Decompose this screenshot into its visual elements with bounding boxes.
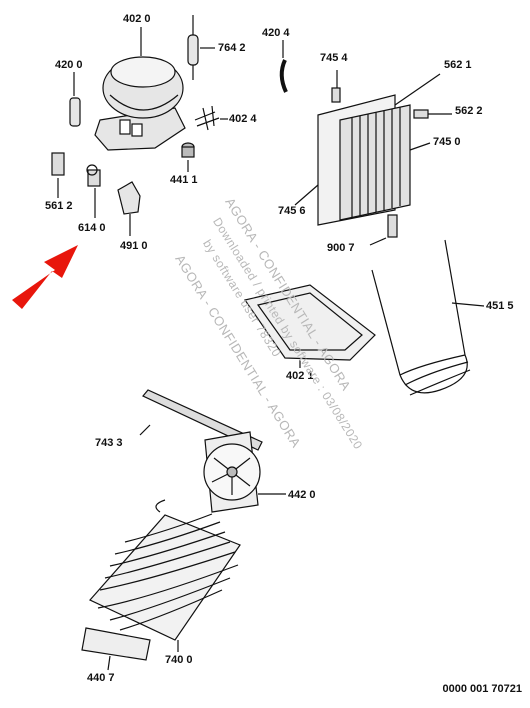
part-label-7400: 740 0: [165, 654, 193, 666]
part-label-4910: 491 0: [120, 240, 148, 252]
part-label-7642: 764 2: [218, 42, 246, 54]
defrost-heater-part: [371, 239, 485, 396]
clip-part: [194, 105, 228, 131]
grommet-part: [181, 142, 195, 172]
compressor-part: [94, 27, 186, 151]
part-label-4204: 420 4: [262, 27, 290, 39]
part-label-4515: 451 5: [486, 300, 514, 312]
document-number: 0000 001 70721: [442, 683, 522, 695]
part-label-7454: 745 4: [320, 52, 348, 64]
thermostat-part: [51, 152, 141, 236]
part-label-7450: 745 0: [433, 136, 461, 148]
part-label-4024: 402 4: [229, 113, 257, 125]
part-label-5621: 562 1: [444, 59, 472, 71]
part-label-4411: 441 1: [170, 174, 198, 186]
part-label-4021: 402 1: [286, 370, 314, 382]
relay-part: [69, 72, 81, 127]
part-label-6140: 614 0: [78, 222, 106, 234]
label-plate-part: [81, 627, 151, 671]
part-label-7433: 743 3: [95, 437, 123, 449]
part-label-7456: 745 6: [278, 205, 306, 217]
part-label-9007: 900 7: [327, 242, 355, 254]
part-label-4200: 420 0: [55, 59, 83, 71]
part-label-4407: 440 7: [87, 672, 115, 684]
condenser-part: [294, 70, 452, 246]
drip-tray-part: [244, 284, 376, 368]
part-label-5612: 561 2: [45, 200, 73, 212]
part-label-4420: 442 0: [288, 489, 316, 501]
part-label-4020: 402 0: [123, 13, 151, 25]
red-pointer-arrow: [12, 245, 78, 309]
capillary-tube-part: [279, 40, 288, 93]
evaporator-part: [89, 499, 241, 652]
dryer-filter-part: [187, 15, 215, 80]
part-label-5622: 562 2: [455, 105, 483, 117]
fan-assembly-part: [203, 431, 286, 513]
